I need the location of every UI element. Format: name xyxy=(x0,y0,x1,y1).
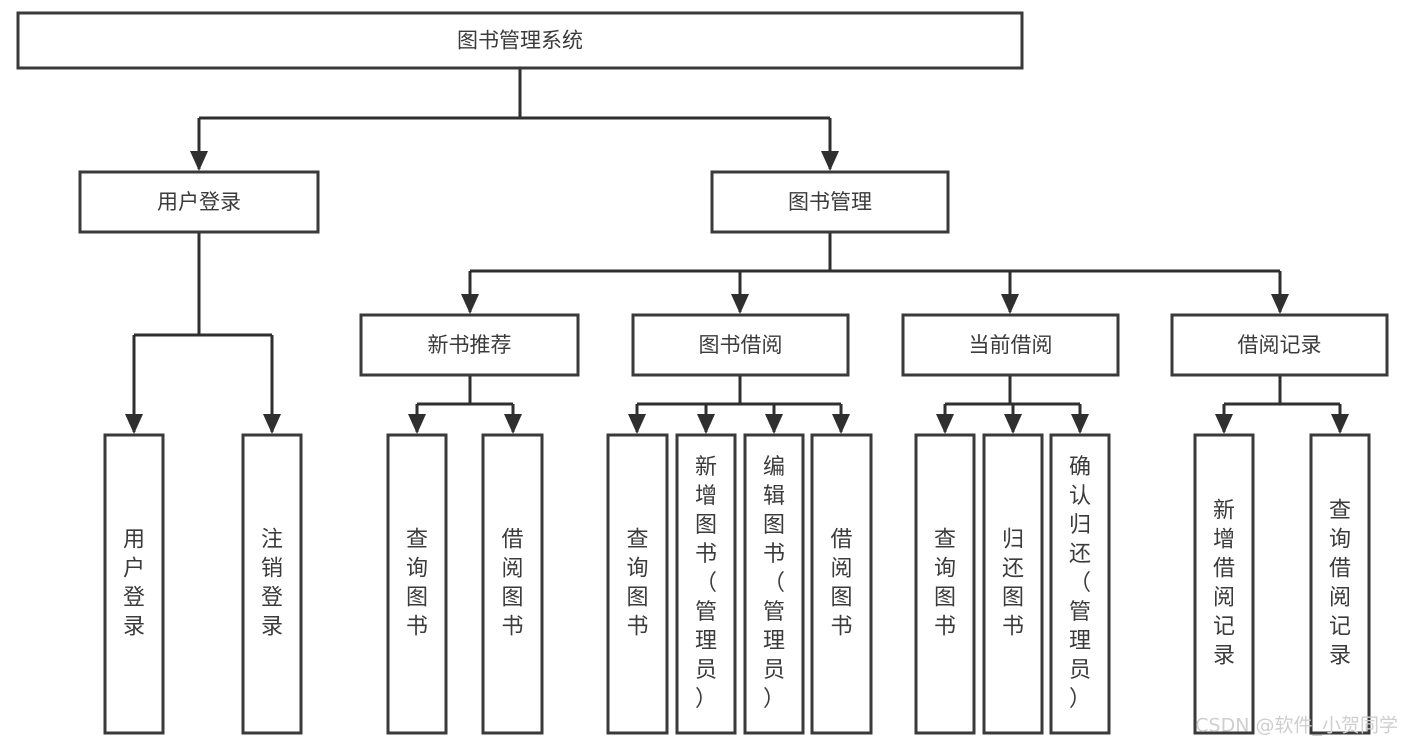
arrow-head-icon xyxy=(731,294,749,314)
arrow-head-icon xyxy=(821,151,839,171)
node-box[interactable] xyxy=(710,170,950,234)
arrow-head-icon xyxy=(628,414,646,434)
node-box[interactable] xyxy=(359,313,580,377)
node-current-borrow[interactable]: 当前借阅 xyxy=(901,313,1120,377)
node-leaf-return-book[interactable]: 归还图书 xyxy=(982,433,1044,735)
arrow-head-icon xyxy=(190,151,208,171)
node-label: 查询图书 xyxy=(934,528,956,640)
connectors-layer xyxy=(125,68,1349,434)
node-box[interactable] xyxy=(606,433,669,735)
arrow-head-icon xyxy=(1004,414,1022,434)
arrow-head-icon xyxy=(1331,414,1349,434)
node-label: 查询图书 xyxy=(626,528,648,640)
arrow-head-icon xyxy=(504,414,522,434)
node-box[interactable] xyxy=(743,433,805,735)
node-label: 归还图书 xyxy=(1002,528,1024,640)
node-label: 注销登录 xyxy=(261,528,283,640)
node-box[interactable] xyxy=(78,170,320,234)
node-leaf-query-book-1[interactable]: 查询图书 xyxy=(386,433,448,735)
node-root[interactable]: 图书管理系统 xyxy=(16,11,1024,70)
node-box[interactable] xyxy=(1170,313,1389,377)
node-box[interactable] xyxy=(675,433,737,735)
node-label: 用户登录 xyxy=(123,528,145,640)
node-label: 图书管理系统 xyxy=(457,29,583,53)
node-box[interactable] xyxy=(982,433,1044,735)
node-label: 图书管理 xyxy=(788,190,872,214)
node-label: 查询借阅记录 xyxy=(1329,499,1351,669)
node-user-login[interactable]: 用户登录 xyxy=(78,170,320,234)
node-leaf-add-record[interactable]: 新增借阅记录 xyxy=(1193,433,1255,735)
node-label: 借阅图书 xyxy=(830,528,852,640)
node-box[interactable] xyxy=(103,433,165,735)
node-box[interactable] xyxy=(1193,433,1255,735)
node-box[interactable] xyxy=(901,313,1120,377)
node-leaf-query-book-2[interactable]: 查询图书 xyxy=(606,433,669,735)
node-label: 图书借阅 xyxy=(699,333,783,357)
arrow-head-icon xyxy=(697,414,715,434)
node-box[interactable] xyxy=(16,11,1024,70)
arrow-head-icon xyxy=(832,414,850,434)
node-box[interactable] xyxy=(810,433,873,735)
arrow-head-icon xyxy=(461,294,479,314)
node-label: 新增借阅记录 xyxy=(1213,499,1235,669)
node-book-borrow[interactable]: 图书借阅 xyxy=(631,313,850,377)
node-label: 查询图书 xyxy=(406,528,428,640)
node-box[interactable] xyxy=(631,313,850,377)
arrow-head-icon xyxy=(1071,414,1089,434)
node-label: 新增图书（管理员） xyxy=(695,455,717,712)
node-leaf-user-login[interactable]: 用户登录 xyxy=(103,433,165,735)
node-label: 当前借阅 xyxy=(969,333,1053,357)
node-box[interactable] xyxy=(241,433,303,735)
node-leaf-query-book-3[interactable]: 查询图书 xyxy=(914,433,976,735)
csdn-watermark: CSDN @软件_小贺同学 xyxy=(1195,715,1398,737)
node-box[interactable] xyxy=(1049,433,1111,735)
node-label: 用户登录 xyxy=(157,190,241,214)
node-leaf-user-logout[interactable]: 注销登录 xyxy=(241,433,303,735)
node-label: 新书推荐 xyxy=(428,333,512,357)
arrow-head-icon xyxy=(263,414,281,434)
node-label: 借阅图书 xyxy=(501,528,523,640)
node-box[interactable] xyxy=(386,433,448,735)
arrow-head-icon xyxy=(408,414,426,434)
node-leaf-add-book[interactable]: 新增图书（管理员） xyxy=(675,433,737,735)
nodes-layer: 图书管理系统用户登录图书管理用户登录注销登录新书推荐查询图书借阅图书图书借阅查询… xyxy=(16,11,1389,735)
node-new-book-recommend[interactable]: 新书推荐 xyxy=(359,313,580,377)
arrow-head-icon xyxy=(1271,294,1289,314)
node-leaf-edit-book[interactable]: 编辑图书（管理员） xyxy=(743,433,805,735)
node-box[interactable] xyxy=(481,433,544,735)
arrow-head-icon xyxy=(1215,414,1233,434)
arrow-head-icon xyxy=(1001,294,1019,314)
node-borrow-record[interactable]: 借阅记录 xyxy=(1170,313,1389,377)
node-label: 确认归还（管理员） xyxy=(1069,455,1091,712)
node-label: 借阅记录 xyxy=(1238,333,1322,357)
node-box[interactable] xyxy=(914,433,976,735)
arrow-head-icon xyxy=(936,414,954,434)
node-leaf-borrow-book-2[interactable]: 借阅图书 xyxy=(810,433,873,735)
node-leaf-query-record[interactable]: 查询借阅记录 xyxy=(1309,433,1371,735)
node-leaf-confirm-return[interactable]: 确认归还（管理员） xyxy=(1049,433,1111,735)
arrow-head-icon xyxy=(125,414,143,434)
node-book-manage[interactable]: 图书管理 xyxy=(710,170,950,234)
node-label: 编辑图书（管理员） xyxy=(763,455,785,712)
node-box[interactable] xyxy=(1309,433,1371,735)
node-leaf-borrow-book-1[interactable]: 借阅图书 xyxy=(481,433,544,735)
arrow-head-icon xyxy=(765,414,783,434)
